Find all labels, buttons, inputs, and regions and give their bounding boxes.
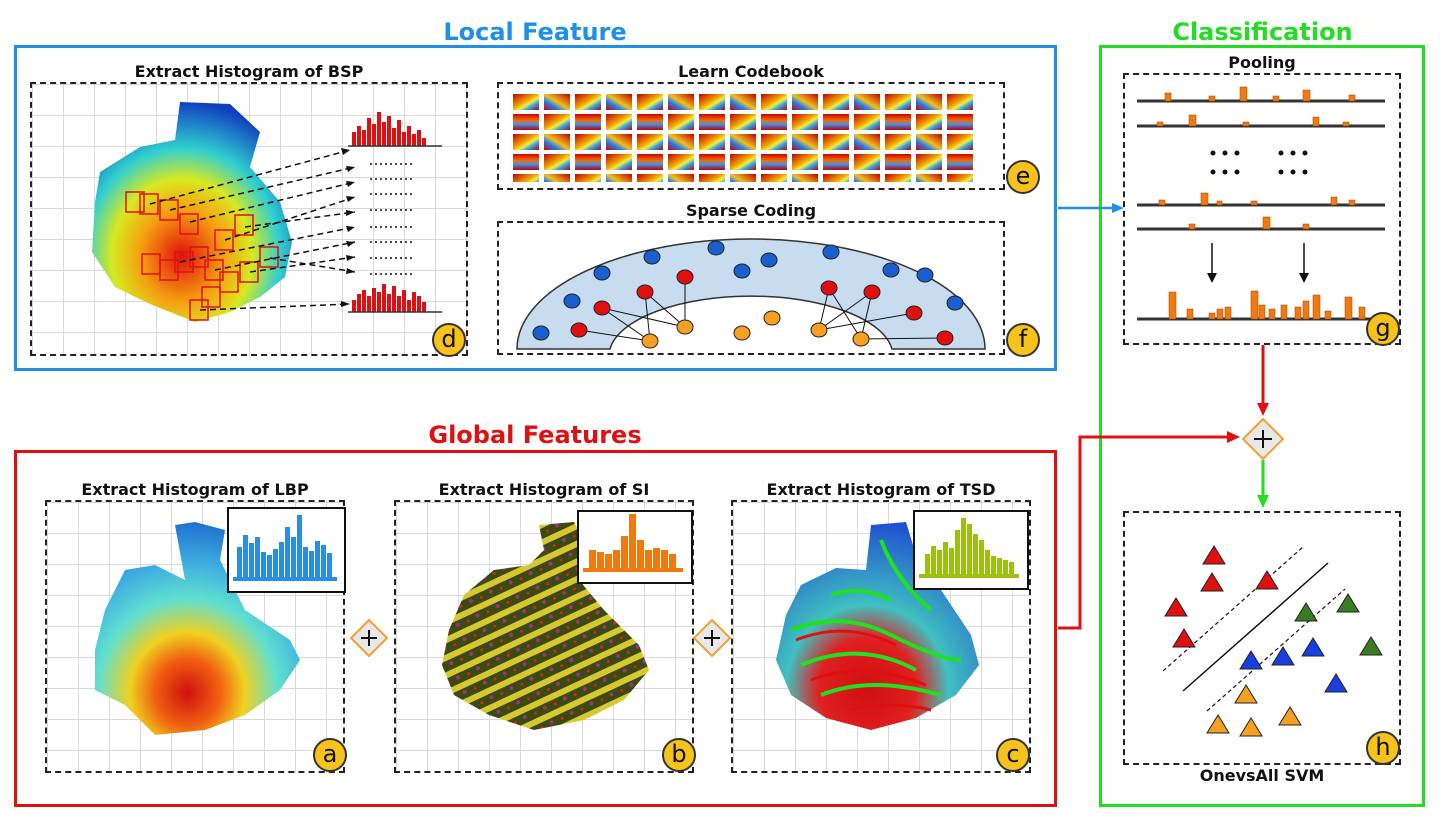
sparse-title: Sparse Coding (685, 201, 817, 220)
tsd-title: Extract Histogram of TSD (766, 480, 996, 499)
codebook-title: Learn Codebook (678, 62, 824, 81)
tsd-histogram (919, 518, 1019, 578)
pooling-badge: g (1366, 312, 1400, 346)
lbp-badge: a (313, 738, 347, 772)
bsp-face-surface (92, 102, 292, 322)
global-features-title: Global Features (428, 421, 642, 449)
plus-diamond-icon (692, 618, 732, 658)
bsp-title: Extract Histogram of BSP (134, 62, 364, 81)
si-histogram (583, 514, 683, 572)
codebook-atoms-grid (513, 94, 978, 182)
pooling-box (1123, 73, 1401, 345)
plus-diamond-icon (349, 618, 389, 658)
global-features-panel (14, 450, 1057, 807)
lbp-surface-figure (95, 522, 300, 735)
svm-badge: h (1366, 731, 1400, 765)
local-feature-title: Local Feature (443, 18, 627, 46)
svm-box (1123, 511, 1401, 765)
tsd-badge: c (996, 738, 1030, 772)
plus-diamond-icon (1241, 417, 1285, 461)
sparse-badge: f (1006, 323, 1040, 357)
si-badge: b (662, 738, 696, 772)
classification-panel (1099, 45, 1425, 807)
svm-title: OnevsAll SVM (1199, 766, 1325, 785)
si-title: Extract Histogram of SI (438, 480, 650, 499)
sparse-coding-figure (516, 238, 986, 350)
local-feature-panel (14, 45, 1057, 371)
codebook-badge: e (1006, 160, 1040, 194)
bsp-surface-figure (92, 102, 442, 322)
bsp-badge: d (432, 323, 466, 357)
classification-title: Classification (1172, 18, 1353, 46)
pooling-title: Pooling (1228, 53, 1296, 72)
codebook-box (497, 82, 1005, 190)
pooling-figure (1137, 86, 1385, 321)
svm-figure (1162, 545, 1383, 737)
si-face-surface (442, 522, 649, 730)
sparse-box (497, 221, 1005, 355)
lbp-title: Extract Histogram of LBP (81, 480, 309, 499)
bsp-histogram-bottom (352, 284, 426, 312)
lbp-histogram (233, 515, 337, 581)
si-surface-figure (442, 522, 649, 730)
lbp-face-surface (95, 522, 300, 735)
bsp-histogram-top (352, 112, 426, 146)
